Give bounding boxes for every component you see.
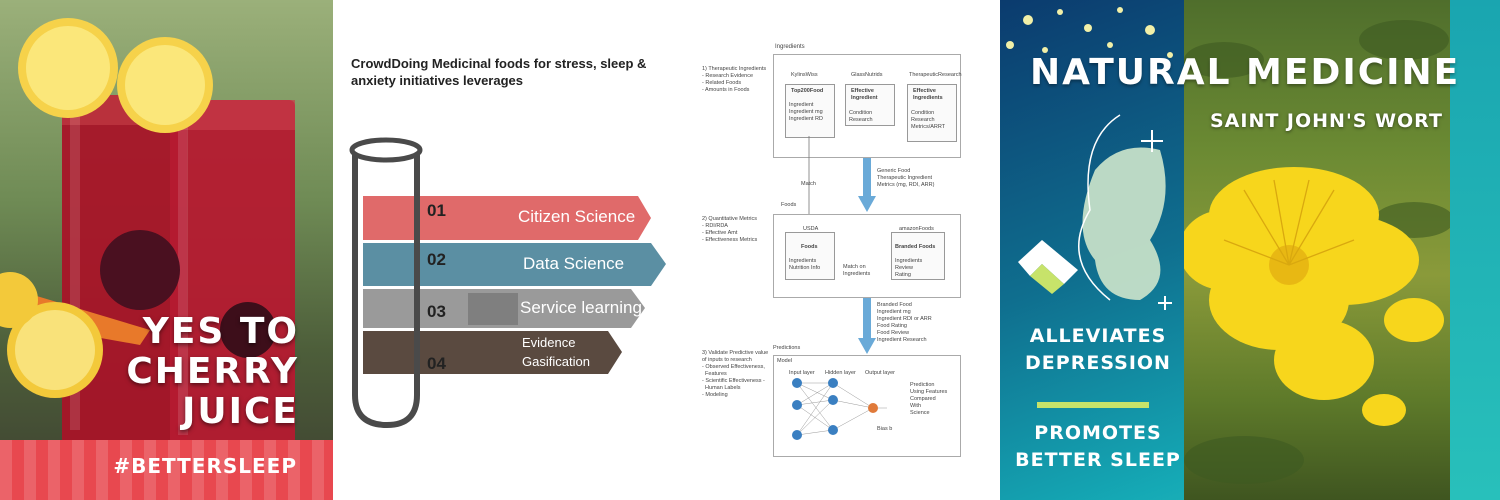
source-box-2-head: GlassNutrids — [851, 72, 883, 78]
branded-food-note: Branded Food Ingredient mg Ingredient RD… — [877, 302, 932, 343]
usda-box-head: USDA — [803, 226, 819, 232]
headline-line-1: YES TO — [142, 311, 299, 352]
ingredients-label: Ingredients — [775, 44, 805, 50]
cherry-juice-headline: YES TO CHERRY JUICE — [126, 312, 299, 432]
step-arrow-1 — [363, 196, 651, 240]
natural-medicine-title: NATURAL MEDICINE — [1030, 52, 1461, 93]
leaf-shape-icon — [1082, 147, 1166, 300]
hidden-layer-label: Hidden layer — [825, 370, 856, 376]
source-box-1 — [785, 84, 835, 138]
branded-box-head: amazonFoods — [899, 226, 934, 232]
source-box-3-title: Effective Ingredients — [913, 88, 943, 101]
test-tube-panel: CrowdDoing Medicinal foods for stress, s… — [333, 0, 685, 500]
match-label: Match — [801, 181, 816, 187]
step-label-3: Service learning — [520, 298, 642, 317]
note-validate: 3) Validate Predictive value of inputs t… — [702, 350, 769, 398]
initiatives-title: CrowdDoing Medicinal foods for stress, s… — [351, 56, 647, 88]
step-label-2: Data Science — [523, 254, 625, 273]
st-johns-wort-photo — [1179, 0, 1454, 500]
model-label: Model — [777, 358, 792, 364]
step-arrow-2 — [363, 243, 666, 286]
test-tube-icon — [352, 150, 420, 429]
step-number-3: 03 — [427, 302, 446, 321]
source-box-1-lines: Ingredient Ingredient mg Ingredient RD — [789, 102, 823, 122]
headline-line-2: CHERRY — [126, 351, 299, 392]
foods-label: Foods — [781, 202, 797, 208]
benefit-sleep: PROMOTES BETTER SLEEP — [1015, 422, 1181, 471]
step-number-1: 01 — [427, 201, 446, 220]
step-label-4: Evidence Gasification — [522, 335, 590, 369]
cherry-juice-illustration — [0, 18, 295, 445]
headline-line-3: JUICE — [181, 391, 299, 432]
natural-medicine-panel: NATURAL MEDICINE SAINT JOHN'S WORT ALLEV… — [1000, 0, 1500, 500]
step-label-1: Citizen Science — [518, 207, 636, 226]
branded-box-lines: Ingredients Review Rating — [895, 258, 923, 278]
decor-dots — [1006, 7, 1173, 310]
branded-box-title: Branded Foods — [895, 244, 936, 250]
herb-name: SAINT JOHN'S WORT — [1210, 110, 1443, 132]
output-layer-label: Output layer — [865, 370, 895, 376]
step-number-2: 02 — [427, 250, 446, 269]
source-box-3 — [907, 84, 957, 142]
note-therapeutic: 1) Therapeutic Ingredients - Research Ev… — [702, 66, 767, 93]
source-box-2-lines: Condition Research — [849, 110, 873, 123]
branded-box — [891, 232, 945, 280]
step-arrow-4 — [363, 331, 622, 374]
usda-box — [785, 232, 835, 280]
source-box-1-head: KylinsWiss — [791, 72, 818, 78]
source-box-2 — [845, 84, 895, 126]
match-on-label: Match on Ingredients — [843, 264, 871, 277]
accent-divider — [1037, 402, 1149, 408]
cherry-juice-panel: YES TO CHERRY JUICE #BETTERSLEEP — [0, 0, 333, 500]
generic-food-note: Generic Food Therapeutic Ingredient Metr… — [877, 168, 935, 188]
flowchart-panel: Ingredients 1) Therapeutic Ingredients -… — [685, 0, 1000, 500]
predictions-section — [773, 355, 961, 457]
input-layer-label: Input layer — [789, 370, 815, 376]
benefit-depression: ALLEVIATES DEPRESSION — [1025, 325, 1171, 374]
usda-box-lines: Ingredients Nutrition Info — [789, 258, 821, 271]
step-arrows — [349, 137, 666, 429]
source-box-3-head: TherapeuticResearch — [909, 72, 962, 78]
right-accent-strip — [1450, 0, 1500, 500]
usda-box-title: Foods — [801, 244, 818, 250]
hashtag-text: #BETTERSLEEP — [113, 454, 297, 478]
hashtag-band — [0, 440, 333, 500]
flower-illustration — [1179, 20, 1454, 484]
prediction-note: Prediction Using Features Compared With … — [910, 382, 948, 416]
source-box-1-title: Top200Food — [791, 88, 824, 94]
bias-label: Bias b — [877, 426, 893, 432]
predictions-label: Predictions — [773, 345, 801, 351]
note-quantitative: 2) Quantitative Metrics - RDI/RDA - Effe… — [702, 216, 758, 243]
source-box-3-lines: Condition Research Metrics/ARRT — [911, 110, 946, 130]
source-box-2-title: Effective Ingredient — [851, 88, 878, 101]
step-number-4: 04 — [427, 354, 446, 373]
flowchart-arrows — [792, 136, 891, 440]
